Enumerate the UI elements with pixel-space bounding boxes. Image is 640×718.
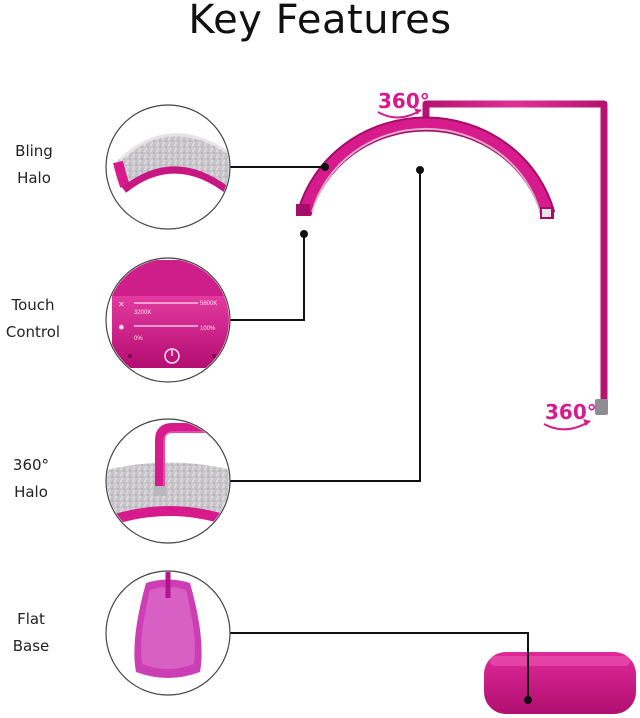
callout-dots bbox=[300, 163, 532, 704]
halo-ring bbox=[296, 116, 556, 219]
page-title: Key Features bbox=[188, 0, 452, 43]
feature-label-line: 360° bbox=[12, 456, 50, 474]
feature-label-line: Halo bbox=[17, 169, 51, 187]
feature-label-bling-halo: Bling Halo bbox=[0, 138, 76, 192]
feature-label-line: Control bbox=[5, 323, 61, 341]
feature-label-line: Touch bbox=[11, 296, 55, 314]
stand-base bbox=[484, 652, 636, 714]
feature-circle-flat-base bbox=[105, 570, 231, 696]
panel-brightness-icon: ✹ bbox=[118, 323, 125, 332]
height-adjust-knob bbox=[595, 399, 608, 415]
feature-label-line: Halo bbox=[14, 483, 48, 501]
feature-label-touch-control: Touch Control bbox=[0, 292, 75, 346]
stand-pole bbox=[422, 100, 608, 660]
feature-label-line: Bling bbox=[15, 142, 53, 160]
rotation-badge-middle-text: 360° bbox=[545, 400, 597, 424]
feature-label-line: Flat bbox=[17, 610, 45, 628]
callout-line-360-halo bbox=[229, 170, 421, 482]
panel-temp-low: 3200K bbox=[134, 310, 151, 316]
panel-brightness-low: 0% bbox=[134, 336, 143, 342]
rotation-badge-middle: 360° bbox=[543, 400, 597, 431]
callout-line-touch-control bbox=[229, 234, 305, 321]
feature-circle-bling-halo bbox=[105, 104, 231, 230]
feature-label-line: Base bbox=[12, 637, 50, 655]
panel-temp-icon: ✕ bbox=[118, 300, 125, 309]
callout-line-flat-base bbox=[229, 632, 529, 700]
feature-circle-touch-control: ✕ ✹ 3200K 5600K 0% 100% bbox=[105, 257, 231, 383]
panel-temp-high: 5600K bbox=[200, 301, 217, 307]
callout-lines bbox=[229, 166, 529, 700]
power-icon bbox=[164, 348, 180, 364]
rotation-badge-top: 360° bbox=[377, 89, 430, 119]
feature-label-flat-base: Flat Base bbox=[0, 606, 73, 660]
panel-brightness-high: 100% bbox=[200, 326, 216, 332]
feature-label-360-halo: 360° Halo bbox=[0, 452, 73, 506]
rotation-badge-top-text: 360° bbox=[378, 89, 430, 113]
feature-circle-360-halo bbox=[105, 418, 231, 544]
